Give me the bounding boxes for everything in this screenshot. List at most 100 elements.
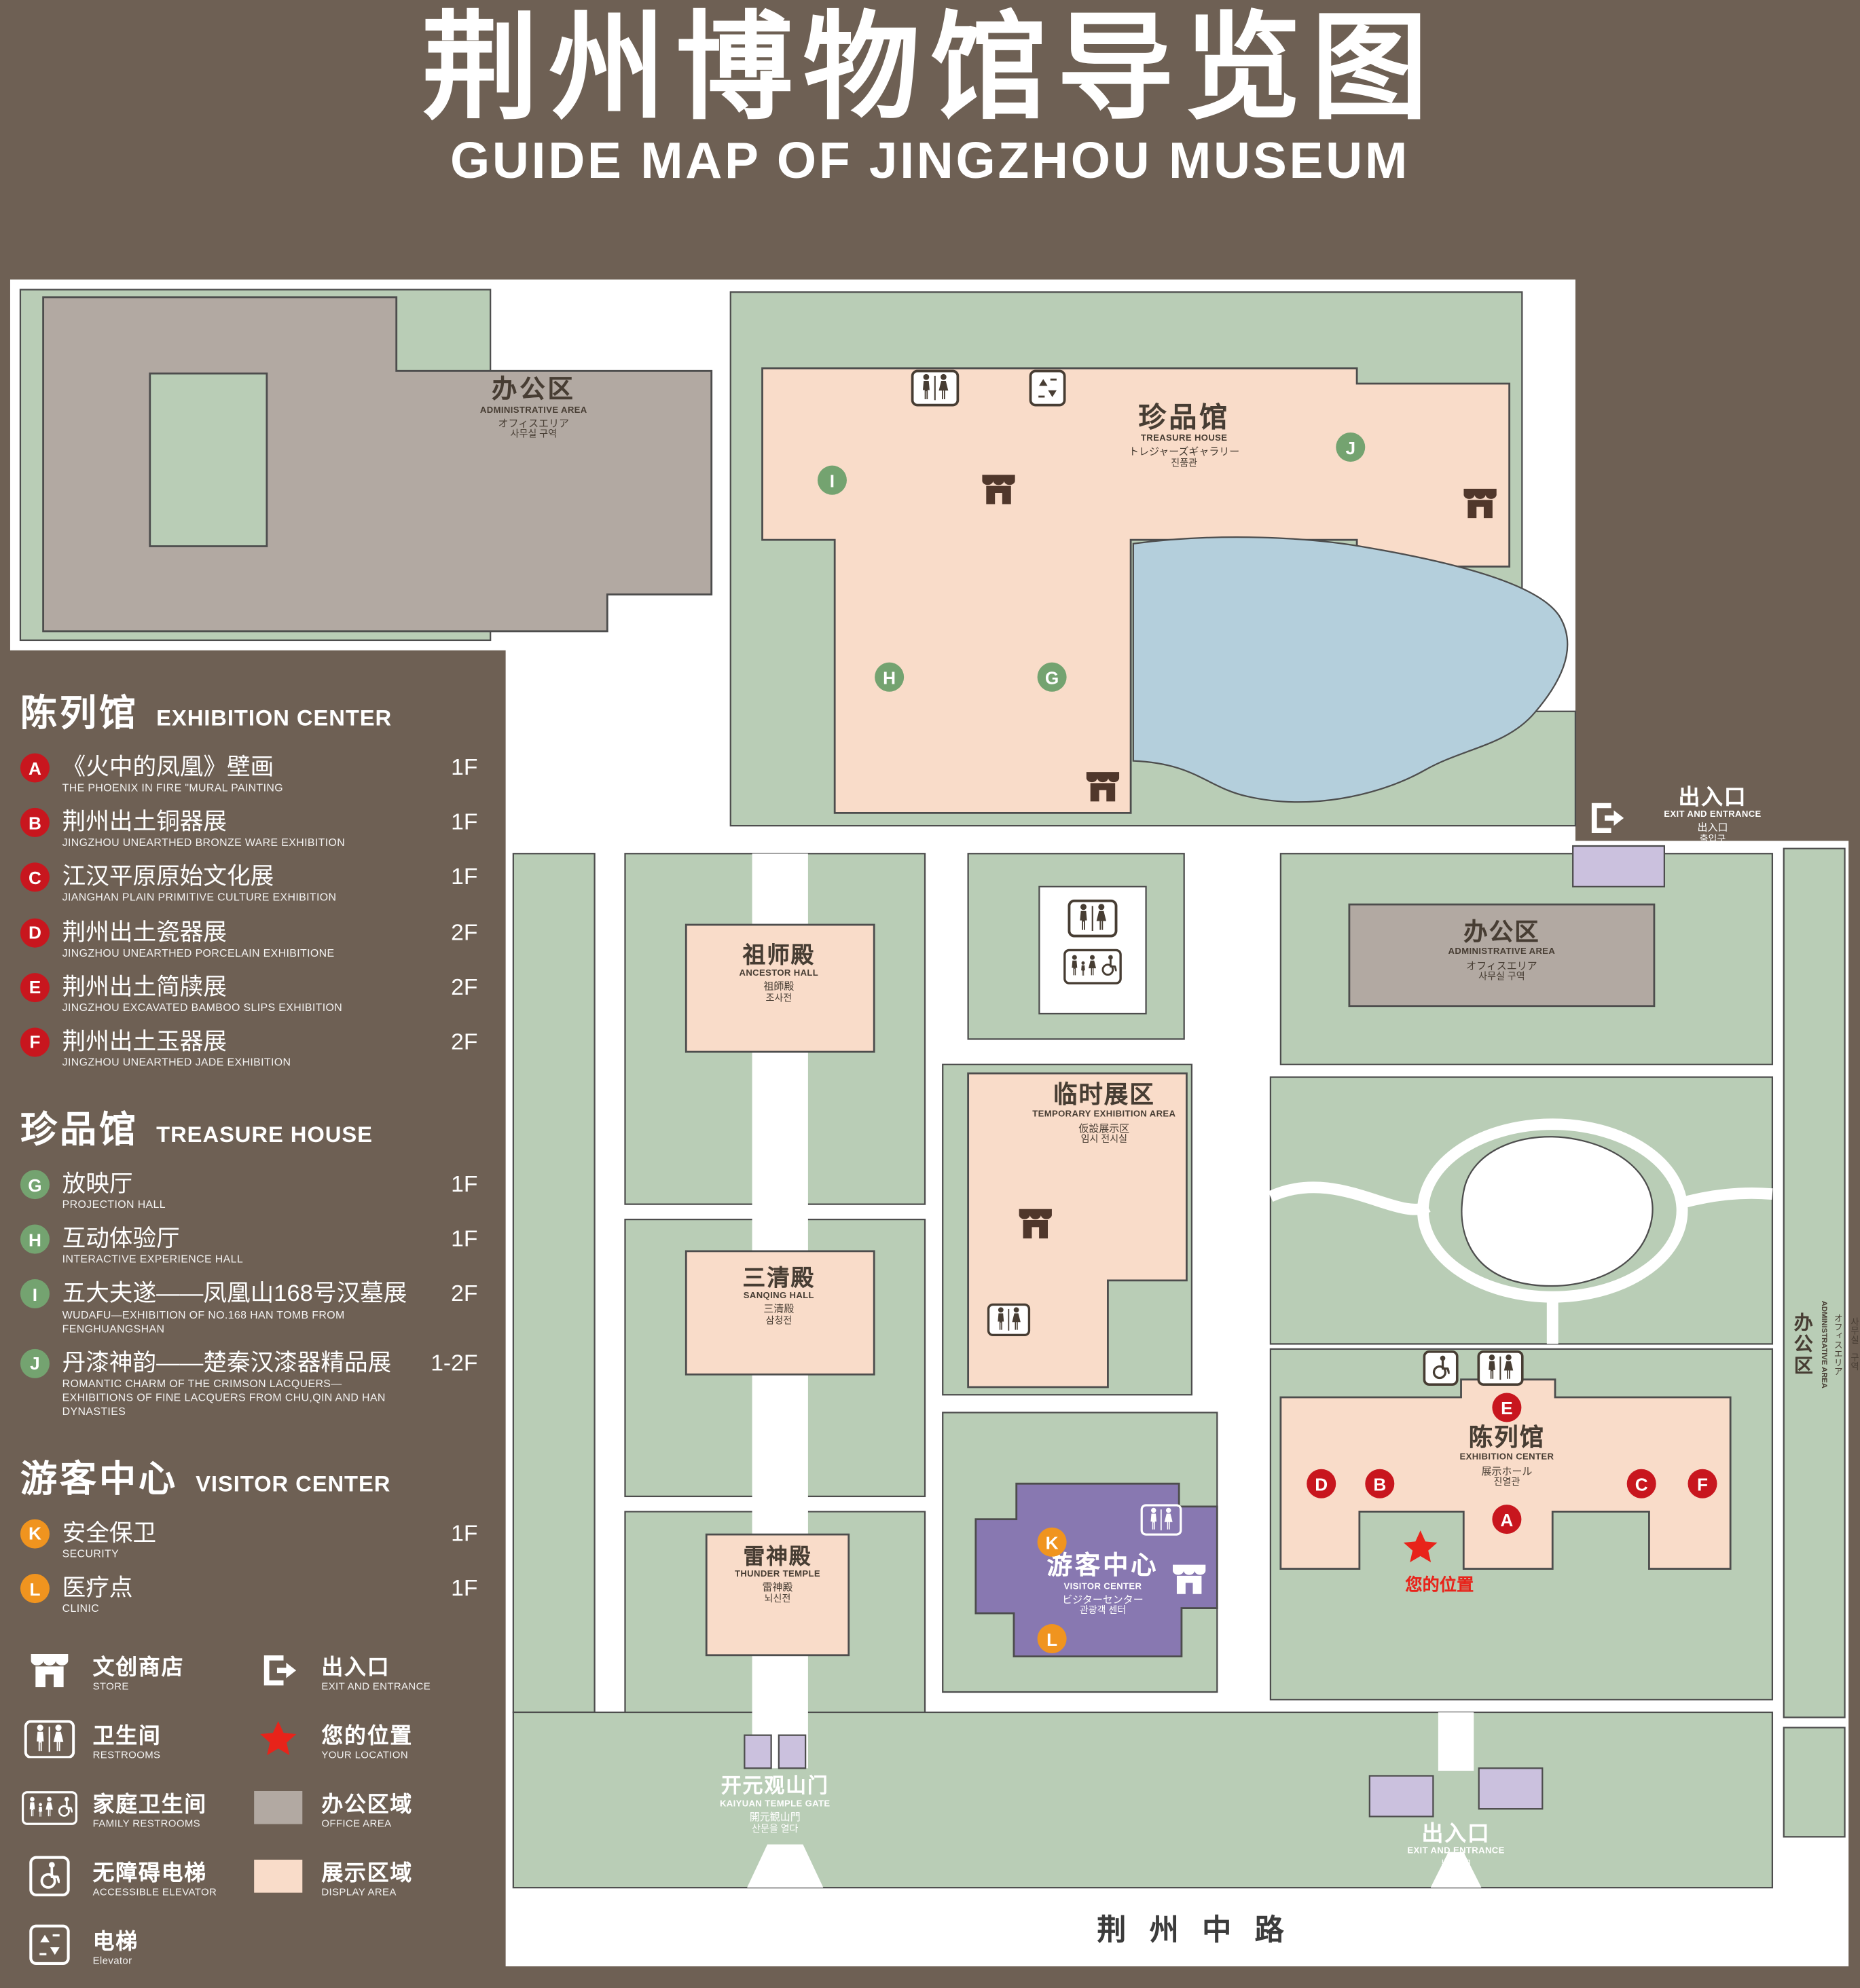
item-floor: 1F [451, 1520, 478, 1546]
restroom-icon [20, 1720, 79, 1759]
legend-section-header: 游客中心 VISITOR CENTER [20, 1449, 478, 1503]
exit-icon [249, 1651, 308, 1691]
item-name-zh: 荆州出土铜器展 [62, 808, 227, 835]
item-floor: 1F [451, 864, 478, 890]
store-icon [20, 1651, 79, 1690]
marker-badge: D [20, 917, 50, 947]
legend-key-en: EXIT AND ENTRANCE [321, 1680, 431, 1693]
item-name-en: WUDAFU—EXHIBITION OF NO.168 HAN TOMB FRO… [62, 1308, 345, 1335]
marker-badge: J [20, 1348, 50, 1378]
family-icon [20, 1790, 79, 1825]
section-title-zh: 珍品馆 [20, 1110, 139, 1152]
item-name-en: JINGZHOU UNEARTHED BRONZE WARE EXHIBITIO… [62, 836, 346, 849]
lawn-west-strip [512, 853, 596, 1714]
item-floor: 1-2F [431, 1350, 478, 1376]
entrance-south-1 [1368, 1775, 1434, 1818]
item-name-zh: 安全保卫 [62, 1519, 157, 1546]
lawn-south [512, 1711, 1774, 1889]
section-title-en: VISITOR CENTER [196, 1471, 391, 1496]
marker-badge: I [20, 1279, 50, 1309]
item-floor: 2F [451, 974, 478, 999]
garden-path-east [1675, 1187, 1773, 1210]
item-name-en: JINGZHOU UNEARTHED JADE EXHIBITION [62, 1055, 291, 1069]
item-name-en: JINGZHOU EXCAVATED BAMBOO SLIPS EXHIBITI… [62, 1000, 343, 1014]
marker-badge: B [20, 808, 50, 838]
marker-badge: A [20, 753, 50, 783]
legend-key-en: DISPLAY AREA [321, 1886, 397, 1898]
legend-key-en: STORE [92, 1680, 129, 1693]
item-name-zh: 放映厅 [62, 1170, 133, 1197]
building-admin-nw [42, 296, 713, 633]
exit-walkway [1438, 1712, 1474, 1771]
legend-key-en: Elevator [92, 1955, 132, 1967]
marker-badge: K [20, 1519, 50, 1549]
section-title-en: EXHIBITION CENTER [156, 705, 393, 731]
legend-key-en: ACCESSIBLE ELEVATOR [92, 1886, 217, 1898]
marker-badge: E [20, 972, 50, 1002]
item-name-en: ROMANTIC CHARM OF THE CRIMSON LACQUERS—E… [62, 1376, 386, 1418]
elevator-icon [20, 1925, 79, 1966]
legend-key-zh: 卫生间 [92, 1724, 162, 1748]
legend-key-en: OFFICE AREA [321, 1818, 392, 1830]
section-title-en: TREASURE HOUSE [156, 1122, 373, 1147]
legend-key-zh: 文创商店 [92, 1655, 185, 1680]
item-name-zh: 《火中的凤凰》壁画 [62, 753, 274, 780]
garden-path-west [1268, 1181, 1431, 1215]
building-treasure-house [761, 367, 1511, 814]
gate-walkway [747, 1844, 824, 1888]
gate-block-2 [778, 1734, 807, 1769]
item-floor: 1F [451, 809, 478, 835]
legend-key-en: RESTROOMS [92, 1749, 161, 1761]
garden-pond [1461, 1136, 1654, 1287]
marker-badge: G [20, 1170, 50, 1200]
legend-key-en: YOUR LOCATION [321, 1749, 409, 1761]
legend-key-zh: 您的位置 [321, 1724, 414, 1748]
section-title-zh: 游客中心 [20, 1459, 178, 1501]
item-name-zh: 五大夫遂——凤凰山168号汉墓展 [62, 1279, 407, 1306]
legend-section-header: 珍品馆 TREASURE HOUSE [20, 1100, 478, 1154]
item-floor: 1F [451, 1226, 478, 1252]
pond [1132, 536, 1569, 803]
exit-walkway-2 [1430, 1852, 1482, 1888]
lawn-east-strip [1783, 847, 1846, 1718]
marker-badge: F [20, 1027, 50, 1057]
entrance-ne [1572, 845, 1666, 888]
item-floor: 1F [451, 1171, 478, 1197]
item-name-zh: 荆州出土瓷器展 [62, 917, 227, 945]
item-name-en: THE PHOENIX IN FIRE "MURAL PAINTING [62, 781, 284, 794]
entrance-south-2 [1478, 1767, 1544, 1810]
legend-key-zh: 无障碍电梯 [92, 1861, 207, 1885]
accessible-icon [20, 1856, 79, 1897]
item-name-zh: 医疗点 [62, 1574, 133, 1601]
building-sanqing-hall [685, 1250, 875, 1376]
item-name-zh: 江汉平原原始文化展 [62, 862, 274, 890]
